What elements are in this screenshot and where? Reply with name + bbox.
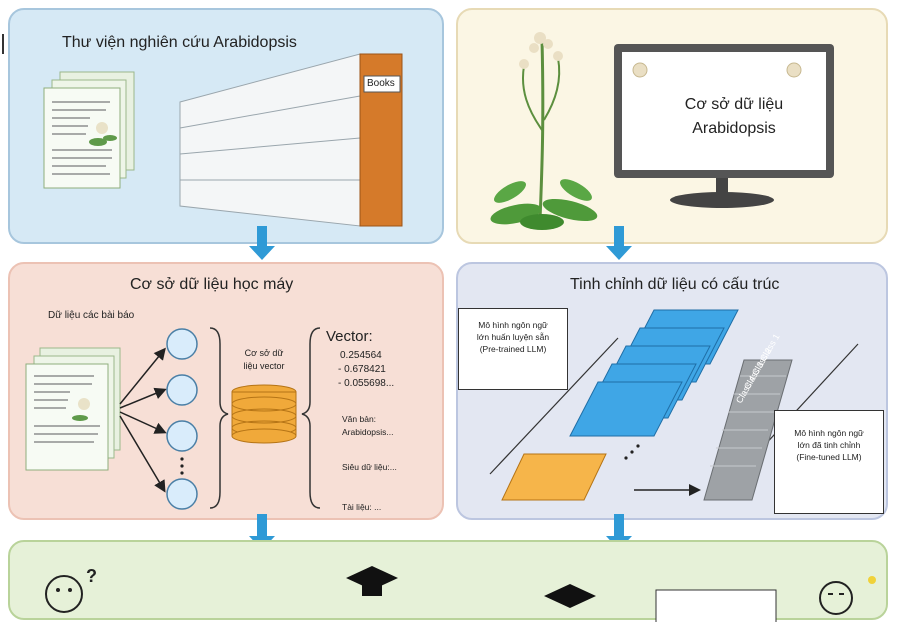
vector-db-line2: liệu vector <box>243 361 285 371</box>
application-illustration: ? <box>45 566 876 622</box>
vector-db-line1: Cơ sở dữ <box>244 348 284 358</box>
diagonal-line-1 <box>489 337 619 475</box>
vector-value-3: - 0.055698... <box>338 378 395 389</box>
vector-value-2: - 0.678421 <box>338 364 386 375</box>
placeholder-box <box>655 589 777 622</box>
paper-stack-icon <box>43 71 135 189</box>
papers-stack-icon <box>25 347 121 471</box>
left-brace <box>209 327 229 509</box>
metadata-label: Siêu dữ liệu:... <box>342 462 397 472</box>
finetuned-line3: (Fine-tuned LLM) <box>796 452 862 462</box>
model-layers-icon <box>569 309 739 437</box>
pretrained-line2: lớn huấn luyện sẵn <box>476 332 550 342</box>
ml-database-illustration <box>25 327 321 510</box>
text-label: Văn bản: <box>342 414 377 424</box>
finetuned-line1: Mô hình ngôn ngữ <box>794 428 864 438</box>
database-panel: Cơ sở dữ liệu Arabidopsis <box>456 8 888 244</box>
vector-nodes <box>166 328 198 510</box>
library-illustration <box>43 53 403 227</box>
training-data-card <box>501 453 607 501</box>
pretrained-line3: (Pre-trained LLM) <box>479 344 547 354</box>
papers-label: Dữ liệu các bài báo <box>48 310 135 321</box>
ellipsis-dots <box>180 457 184 475</box>
graduation-cap-icon-2 <box>544 584 596 608</box>
library-title: Thư viện nghiên cứu Arabidopsis <box>62 34 297 51</box>
database-screen-line2: Arabidopsis <box>692 120 776 137</box>
pretrained-llm-box: Mô hình ngôn ngữ lớn huấn luyện sẵn (Pre… <box>458 308 568 390</box>
cursor-mark <box>2 34 4 54</box>
ml-database-panel: Cơ sở dữ liệu học máy Dữ liệu các bài bá… <box>8 262 444 520</box>
thinking-face-icon <box>819 576 876 615</box>
vector-title: Vector: <box>326 328 373 345</box>
graduation-cap-icon <box>346 566 398 596</box>
layer-dots <box>624 444 640 460</box>
monitor-icon <box>614 44 834 208</box>
finetune-title: Tinh chỉnh dữ liệu có cấu trúc <box>570 276 780 293</box>
right-brace <box>301 327 321 509</box>
database-screen-line1: Cơ sở dữ liệu <box>684 96 784 113</box>
book-icon <box>179 53 403 227</box>
finetune-illustration <box>489 309 859 501</box>
books-label: Books <box>367 78 395 89</box>
arabidopsis-plant-icon <box>490 32 598 230</box>
library-panel: Thư viện nghiên cứu Arabidopsis <box>8 8 444 244</box>
paper-to-node-arrows <box>119 347 167 493</box>
application-panel: ? <box>8 540 888 622</box>
text-value: Arabidopsis... <box>342 427 394 437</box>
finetuned-llm-box: Mô hình ngôn ngữ lớn đã tinh chỉnh (Fine… <box>774 410 884 514</box>
vector-database-icon <box>231 384 297 444</box>
finetuned-line2: lớn đã tinh chỉnh <box>797 440 861 450</box>
document-label: Tài liệu: ... <box>342 502 382 512</box>
vector-value-1: 0.254564 <box>340 350 382 361</box>
ml-database-title: Cơ sở dữ liệu học máy <box>130 276 294 293</box>
confused-face-icon <box>45 575 83 613</box>
class-panel-icon <box>703 359 793 501</box>
pretrained-line1: Mô hình ngôn ngữ <box>478 320 548 330</box>
finetune-panel: Tinh chỉnh dữ liệu có cấu trúc <box>456 262 888 520</box>
database-illustration <box>490 32 834 230</box>
question-mark-icon: ? <box>86 566 97 586</box>
